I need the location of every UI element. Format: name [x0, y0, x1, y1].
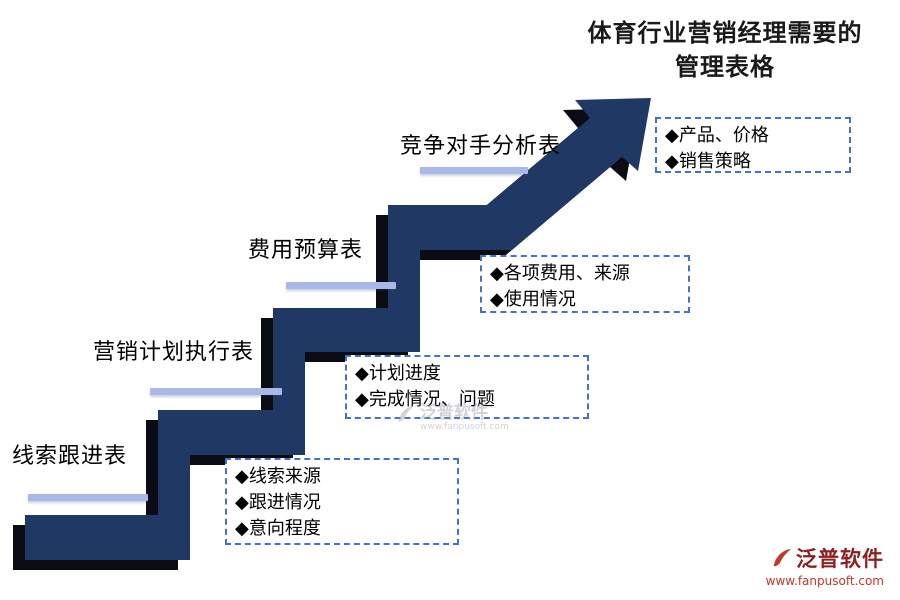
brand-url: www.fanpusoft.com [765, 574, 884, 588]
bullet-item: ◆完成情况、问题 [355, 389, 495, 410]
detail-box-budget: ◆各项费用、来源 ◆使用情况 [480, 255, 690, 313]
bullet-item: ◆销售策略 [665, 151, 751, 172]
watermark-pen-swoosh-icon [398, 405, 415, 422]
detail-box-lead-followup: ◆线索来源 ◆跟进情况 ◆意向程度 [225, 458, 459, 545]
step-underline-1 [28, 494, 148, 501]
brand-logo: 泛普软件 www.fanpusoft.com [766, 543, 884, 588]
page-title: 体育行业营销经理需要的 管理表格 [560, 16, 890, 84]
watermark-name: 泛普软件 [420, 403, 488, 423]
bullet-item: ◆线索来源 [235, 466, 321, 487]
detail-box-competitor: ◆产品、价格 ◆销售策略 [655, 117, 851, 173]
bullet-item: ◆意向程度 [235, 518, 321, 539]
step-label-competitor: 竞争对手分析表 [400, 134, 562, 159]
step-underline-3 [286, 282, 396, 289]
title-line-2: 管理表格 [675, 52, 775, 81]
step-underline-4 [420, 167, 528, 174]
brand-name: 泛普软件 [796, 547, 884, 571]
title-line-1: 体育行业营销经理需要的 [587, 18, 863, 47]
bullet-item: ◆计划进度 [355, 363, 441, 384]
brand-pen-swoosh-icon [773, 548, 792, 567]
step-label-marketing-plan: 营销计划执行表 [93, 340, 255, 365]
bullet-item: ◆产品、价格 [665, 125, 769, 146]
step-label-lead-followup: 线索跟进表 [12, 444, 128, 469]
bullet-item: ◆使用情况 [490, 289, 576, 310]
watermark: 泛普软件 www.fanpusoft.com [396, 404, 509, 433]
staircase-arrow-shape [25, 98, 651, 560]
step-label-budget: 费用预算表 [248, 238, 364, 263]
bullet-item: ◆跟进情况 [235, 492, 321, 513]
watermark-url: www.fanpusoft.com [420, 422, 509, 432]
detail-box-marketing-plan: ◆计划进度 ◆完成情况、问题 [345, 355, 589, 419]
bullet-item: ◆各项费用、来源 [490, 263, 630, 284]
step-underline-2 [150, 388, 282, 395]
